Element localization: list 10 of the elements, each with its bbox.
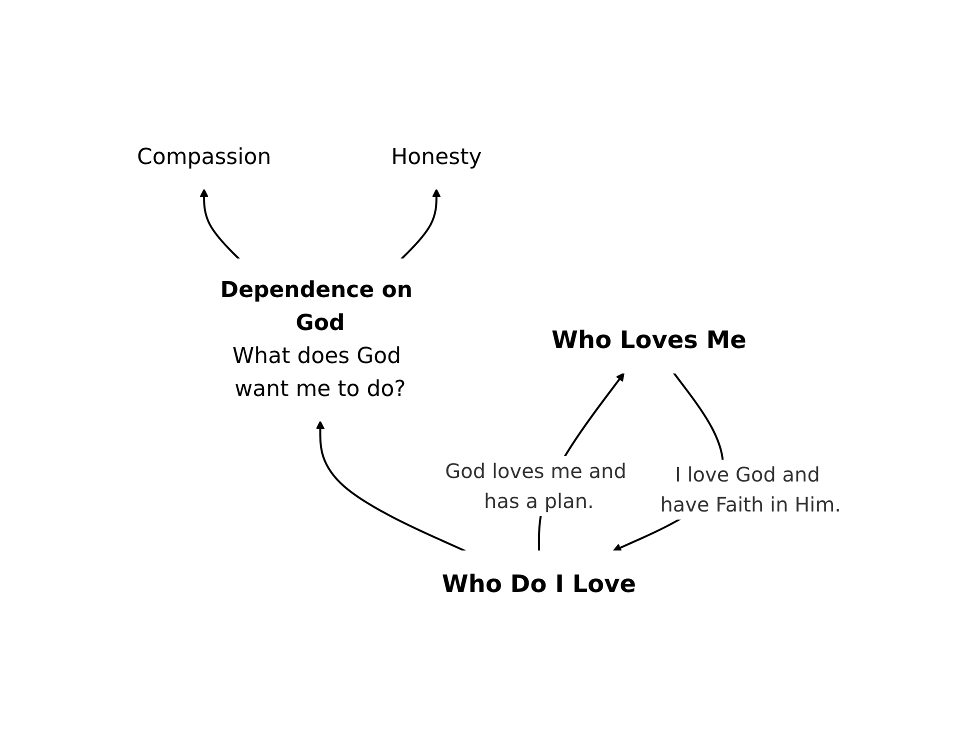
arrow — [400, 188, 441, 260]
node-text: Compassion — [137, 144, 272, 170]
arrow — [200, 188, 240, 260]
node-text: Dependence on God What does God want me to do? — [220, 277, 413, 402]
edge-label: I love God and have Faith in Him. — [660, 462, 842, 516]
edge-label: God loves me and has a plan. — [445, 458, 627, 512]
node-text: Honesty — [391, 144, 482, 170]
node-text: Who Loves Me — [552, 325, 747, 354]
node-text: Who Do I Love — [442, 569, 636, 598]
arrow — [316, 420, 466, 552]
